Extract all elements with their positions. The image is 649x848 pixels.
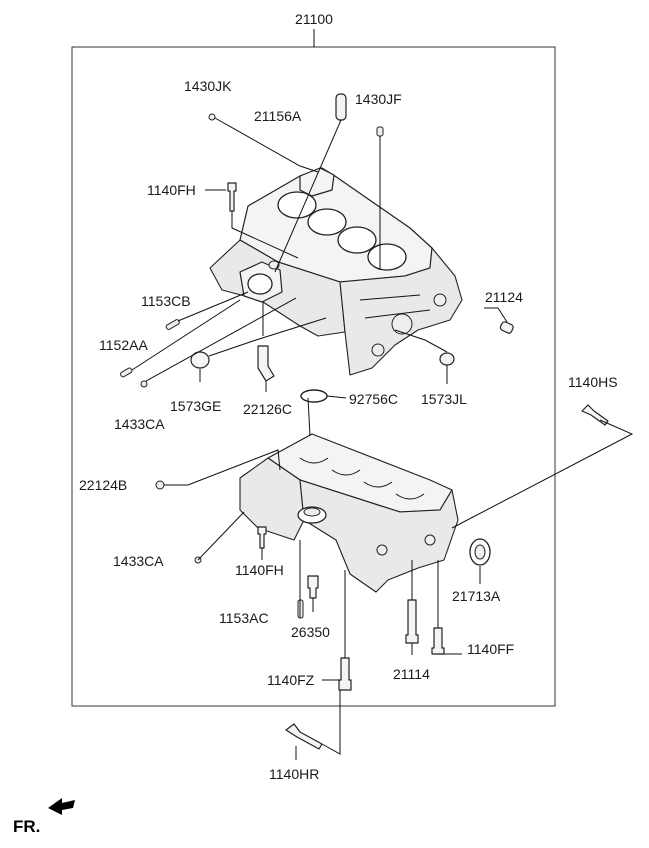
o-ring-92756c — [300, 389, 328, 403]
label-26350: 26350 — [291, 624, 330, 640]
label-21114: 21114 — [393, 666, 430, 682]
bolt-1140fh-bottom — [257, 526, 267, 549]
plug-21124 — [499, 321, 514, 334]
label-1430jf: 1430JF — [355, 91, 402, 107]
oil-jet-26350 — [307, 575, 319, 599]
bolt-21114 — [405, 599, 419, 644]
label-1153cb: 1153CB — [141, 293, 191, 309]
cap-1573jl — [439, 352, 455, 366]
label-1433ca-top: 1433CA — [114, 416, 165, 432]
label-1140fz: 1140FZ — [267, 672, 315, 688]
label-1573jl: 1573JL — [421, 391, 467, 407]
front-arrow-icon — [48, 798, 75, 815]
label-21713a: 21713A — [452, 588, 501, 604]
label-1152aa: 1152AA — [99, 337, 148, 353]
bolt-1140hr — [285, 723, 323, 750]
bolt-1140ff — [431, 627, 445, 655]
assembly-number: 21100 — [295, 11, 333, 27]
label-1140ff: 1140FF — [467, 641, 514, 657]
lower-crankcase — [239, 433, 491, 593]
label-1573ge: 1573GE — [170, 398, 221, 414]
cap-1573ge — [190, 351, 210, 369]
label-22124b: 22124B — [79, 477, 127, 493]
label-1430jk: 1430JK — [184, 78, 232, 94]
pin-1430jf — [376, 126, 384, 137]
bolt-1140fz — [338, 657, 352, 691]
label-22126c: 22126C — [243, 401, 292, 417]
plug-1433ca-top — [140, 380, 148, 388]
label-1153ac: 1153AC — [219, 610, 269, 626]
label-1140fh-top: 1140FH — [147, 182, 196, 198]
label-1140fh-bottom: 1140FH — [235, 562, 284, 578]
label-1140hr: 1140HR — [269, 766, 319, 782]
upper-cylinder-block — [209, 167, 463, 376]
label-21156a: 21156A — [254, 108, 302, 124]
label-21124: 21124 — [485, 289, 523, 305]
dowel-tube-21156a — [335, 93, 347, 121]
plug-22124b — [155, 480, 165, 490]
bolt-1140hs — [581, 404, 609, 426]
leader-lines — [131, 117, 634, 760]
dowel-1430jk — [208, 113, 216, 121]
label-92756c: 92756C — [349, 391, 398, 407]
orientation-label: FR. — [13, 817, 40, 836]
pin-1152aa — [120, 367, 133, 378]
bolt-1140fh-top — [227, 182, 237, 212]
label-1433ca-bottom: 1433CA — [113, 553, 164, 569]
tube-22126c — [257, 345, 275, 382]
label-1140hs: 1140HS — [568, 374, 618, 390]
